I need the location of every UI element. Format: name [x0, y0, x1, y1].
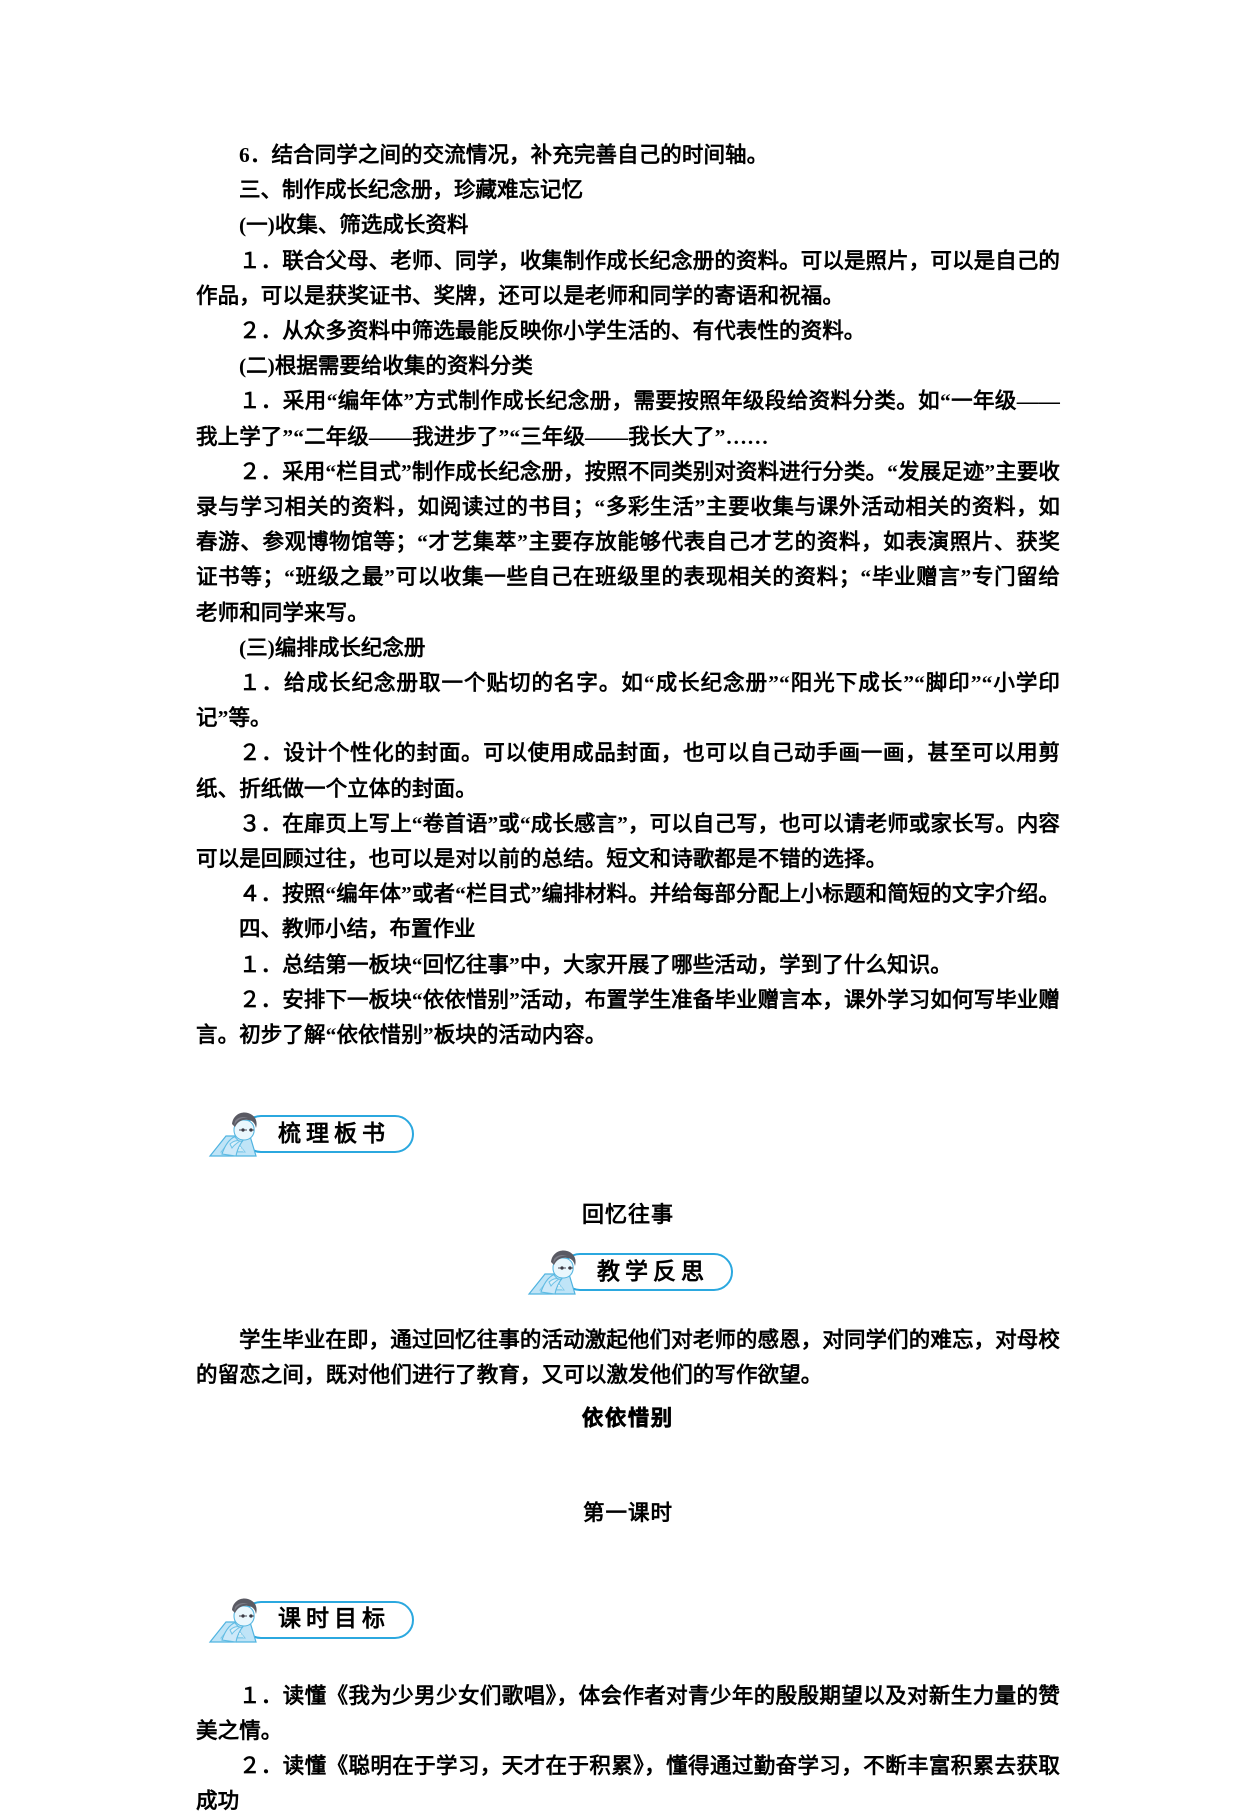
- heading-lesson-one: 第一课时: [582, 1500, 673, 1525]
- objective-item-1: １．读懂《我为少男少女们歌唱》，体会作者对青少年的殷殷期望以及对新生力量的赞美之…: [196, 1683, 1060, 1743]
- objective-item-2: ２．读懂《聪明在于学习，天才在于积累》，懂得通过勤奋学习，不断丰富积累去获取成功: [196, 1754, 1060, 1814]
- student-reading-icon: [204, 1106, 262, 1162]
- badge-label-blackboard: 梳理板书: [278, 1120, 390, 1147]
- paragraph-2-1: １．采用“编年体”方式制作成长纪念册，需要按照年级段给资料分类。如“一年级——我…: [196, 389, 1060, 449]
- badge-objectives: 课时目标: [204, 1591, 414, 1649]
- badge-row-reflection: 教学反思: [196, 1243, 1060, 1305]
- paragraph-item-6: 6．结合同学之间的交流情况，补充完善自己的时间轴。: [239, 143, 769, 167]
- student-reading-icon: [204, 1592, 262, 1648]
- section-heading-3: 三、制作成长纪念册，珍藏难忘记忆: [239, 178, 584, 203]
- subsection-heading-1: (一)收集、筛选成长资料: [239, 213, 469, 238]
- paragraph-1-2: ２．从众多资料中筛选最能反映你小学生活的、有代表性的资料。: [239, 319, 866, 344]
- badge-label-reflection: 教学反思: [597, 1258, 709, 1285]
- badge-pill-reflection: 教学反思: [561, 1253, 733, 1292]
- badge-label-objectives: 课时目标: [278, 1606, 390, 1633]
- subsection-heading-2: (二)根据需要给收集的资料分类: [239, 354, 533, 379]
- badge-row-objectives: 课时目标: [196, 1591, 1060, 1653]
- paragraph-4-2: ２．安排下一板块“依依惜别”活动，布置学生准备毕业赠言本，课外学习如何写毕业赠言…: [196, 987, 1060, 1048]
- paragraph-3-4: ４．按照“编年体”或者“栏目式”编排材料。并给每部分配上小标题和简短的文字介绍。: [239, 882, 1061, 907]
- badge-reflection: 教学反思: [523, 1243, 733, 1301]
- paragraph-3-3: ３．在扉页上写上“卷首语”或“成长感言”，可以自己写，也可以请老师或家长写。内容…: [196, 811, 1061, 872]
- paragraph-2-2: ２．采用“栏目式”制作成长纪念册，按照不同类别对资料进行分类。“发展足迹”主要收…: [196, 459, 1061, 625]
- heading-farewell: 依依惜别: [582, 1405, 674, 1430]
- student-reading-icon: [523, 1244, 581, 1300]
- badge-pill-blackboard: 梳理板书: [242, 1115, 414, 1154]
- paragraph-reflection-text: 学生毕业在即，通过回忆往事的活动激起他们对老师的感恩，对同学们的难忘，对母校的留…: [196, 1328, 1060, 1388]
- badge-blackboard: 梳理板书: [204, 1105, 414, 1163]
- paragraph-3-1: １．给成长纪念册取一个贴切的名字。如“成长纪念册”“阳光下成长”“脚印”“小学印…: [196, 671, 1060, 731]
- badge-pill-objectives: 课时目标: [242, 1600, 414, 1639]
- heading-recall-past: 回忆往事: [581, 1203, 674, 1229]
- section-heading-4: 四、教师小结，布置作业: [239, 917, 476, 942]
- subsection-heading-3: (三)编排成长纪念册: [239, 635, 426, 660]
- paragraph-1-1: １．联合父母、老师、同学，收集制作成长纪念册的资料。可以是照片，可以是自己的作品…: [196, 248, 1060, 308]
- document-page: 6．结合同学之间的交流情况，补充完善自己的时间轴。 三、制作成长纪念册，珍藏难忘…: [0, 0, 1240, 1754]
- paragraph-3-2: ２．设计个性化的封面。可以使用成品封面，也可以自己动手画一画，甚至可以用剪纸、折…: [196, 741, 1060, 801]
- paragraph-4-1: １．总结第一板块“回忆往事”中，大家开展了哪些活动，学到了什么知识。: [239, 952, 952, 977]
- badge-row-blackboard: 梳理板书: [196, 1105, 1060, 1167]
